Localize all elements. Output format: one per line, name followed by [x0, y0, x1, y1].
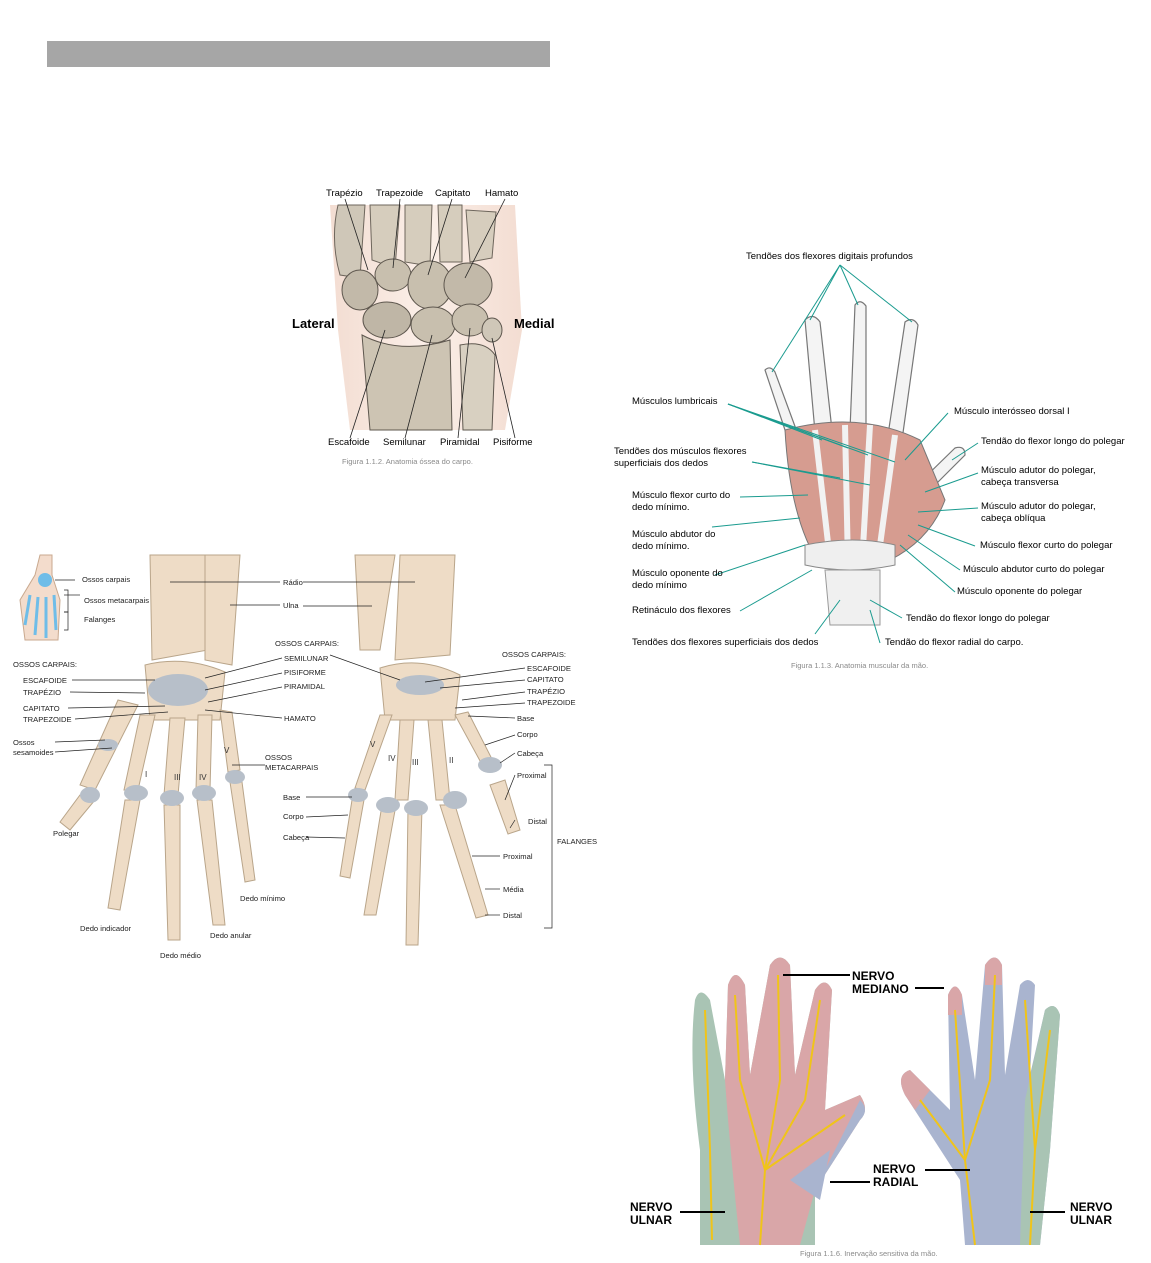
nerve-label-radial: NERVO RADIAL [873, 1162, 919, 1189]
label-cabeca-r: Cabeça [517, 749, 544, 758]
roman-right-3: III [412, 758, 419, 767]
label-proximal-1: Proximal [517, 771, 547, 780]
label-ossos-carpais-right: OSSOS CARPAIS: [502, 650, 567, 659]
carpal-label-pisiforme: Pisiforme [493, 437, 533, 448]
label-dedo-medio: Dedo médio [160, 951, 201, 960]
label-polegar: Polegar [53, 829, 80, 838]
label-dedo-anular: Dedo anular [210, 931, 252, 940]
nerve-label-mediano: NERVO MEDIANO [852, 969, 909, 996]
label-meta-corpo: Corpo [283, 812, 304, 821]
label-escafoide: ESCAFOIDE [23, 676, 67, 685]
muscle-label-retinaculo: Retináculo dos flexores [632, 605, 731, 616]
label-piramidal: PIRAMIDAL [284, 682, 325, 691]
carpal-label-medial: Medial [514, 316, 555, 331]
carpal-label-piramidal: Piramidal [440, 437, 480, 448]
label-meta-cabeca: Cabeça [283, 833, 310, 842]
label-ossos-carpais-left: OSSOS CARPAIS: [13, 660, 78, 669]
muscle-label-profundos: Tendões dos flexores digitais profundos [746, 251, 913, 262]
roman-right-4: IV [388, 754, 396, 763]
figure-caption: Figura 1.1.6. Inervação sensitiva da mão… [800, 1249, 938, 1258]
label-trapezoide: TRAPEZOIDE [23, 715, 72, 724]
carpal-label-semilunar: Semilunar [383, 437, 426, 448]
label-capitato-r: CAPITATO [527, 675, 564, 684]
carpal-label-lateral: Lateral [292, 316, 335, 331]
label-trapezio-r: TRAPÉZIO [527, 687, 565, 696]
muscle-label-flexor-curto-polegar: Músculo flexor curto do polegar [980, 540, 1113, 551]
muscle-label-abdutor-curto: Músculo abdutor curto do polegar [963, 564, 1105, 575]
label-meta-base: Base [283, 793, 301, 802]
label-base-r: Base [517, 714, 535, 723]
carpal-label-trapezoide: Trapezoide [376, 188, 424, 199]
inset-label-falanges: Falanges [84, 615, 116, 624]
muscle-label-flexor-radial: Tendão do flexor radial do carpo. [885, 637, 1024, 648]
label-radio: Rádio [283, 578, 303, 587]
carpal-label-escafoide: Escafoide [328, 437, 370, 448]
muscle-label-superficiais: Tendões dos músculos flexores superficia… [614, 446, 747, 469]
carpal-label-capitato: Capitato [435, 188, 471, 199]
nerve-label-ulnar-left: NERVO ULNAR [630, 1200, 673, 1227]
muscle-label-oponente-polegar: Músculo oponente do polegar [957, 586, 1083, 597]
muscle-label-oponente-minimo: Músculo oponente do dedo mínimo [632, 568, 723, 591]
label-pisiforme: PISIFORME [284, 668, 326, 677]
roman-left-5: V [224, 746, 230, 755]
muscle-label-adutor-transversa: Músculo adutor do polegar, cabeça transv… [981, 465, 1096, 488]
label-metacarpais: OSSOS METACARPAIS [265, 753, 319, 772]
muscle-label-flexor-curto-minimo: Músculo flexor curto do dedo mínimo. [632, 490, 731, 513]
header-bar [47, 41, 550, 67]
label-corpo-r: Corpo [517, 730, 538, 739]
label-semilunar: SEMILUNAR [284, 654, 329, 663]
muscle-label-lumbricais: Músculos lumbricais [632, 396, 718, 407]
label-ulna: Ulna [283, 601, 299, 610]
label-trapezoide-r: TRAPEZOIDE [527, 698, 576, 707]
label-distal-2: Distal [503, 911, 522, 920]
muscle-label-interosseo: Músculo interósseo dorsal I [954, 406, 1070, 417]
roman-right-2: II [449, 756, 454, 765]
label-media: Média [503, 885, 524, 894]
label-dedo-indicador: Dedo indicador [80, 924, 132, 933]
muscle-label-tendoes-superficiais: Tendões dos flexores superficiais dos de… [632, 637, 819, 648]
roman-left-3: III [174, 773, 181, 782]
roman-left-4: IV [199, 773, 207, 782]
label-proximal-2: Proximal [503, 852, 533, 861]
label-ossos-carpais-center: OSSOS CARPAIS: [275, 639, 340, 648]
label-escafoide-r: ESCAFOIDE [527, 664, 571, 673]
carpal-label-hamato: Hamato [485, 188, 519, 199]
roman-right-5: V [370, 740, 376, 749]
muscle-label-flexor-longo: Tendão do flexor longo do polegar [981, 436, 1125, 447]
label-sesamoides: Ossos sesamoides [13, 738, 54, 757]
roman-left-1: I [145, 770, 148, 779]
figure-caption: Figura 1.1.2. Anatomia óssea do carpo. [342, 457, 473, 466]
label-hamato: HAMATO [284, 714, 316, 723]
inset-label-carpais: Ossos carpais [82, 575, 131, 584]
label-dedo-minimo: Dedo mínimo [240, 894, 286, 903]
muscle-label-flexor-longo-2: Tendão do flexor longo do polegar [906, 613, 1050, 624]
muscle-label-abdutor-minimo: Músculo abdutor do dedo mínimo. [632, 529, 716, 552]
inset-label-metacarpais: Ossos metacarpais [84, 596, 149, 605]
label-falanges: FALANGES [557, 837, 598, 846]
muscle-label-adutor-obliqua: Músculo adutor do polegar, cabeça oblíqu… [981, 501, 1096, 524]
nerve-label-ulnar-right: NERVO ULNAR [1070, 1200, 1113, 1227]
figure-caption: Figura 1.1.3. Anatomia muscular da mão. [791, 661, 929, 670]
label-trapezio: TRAPÉZIO [23, 688, 61, 697]
carpal-label-trapezio: Trapézio [326, 188, 363, 199]
label-distal-1: Distal [528, 817, 547, 826]
label-capitato: CAPITATO [23, 704, 60, 713]
